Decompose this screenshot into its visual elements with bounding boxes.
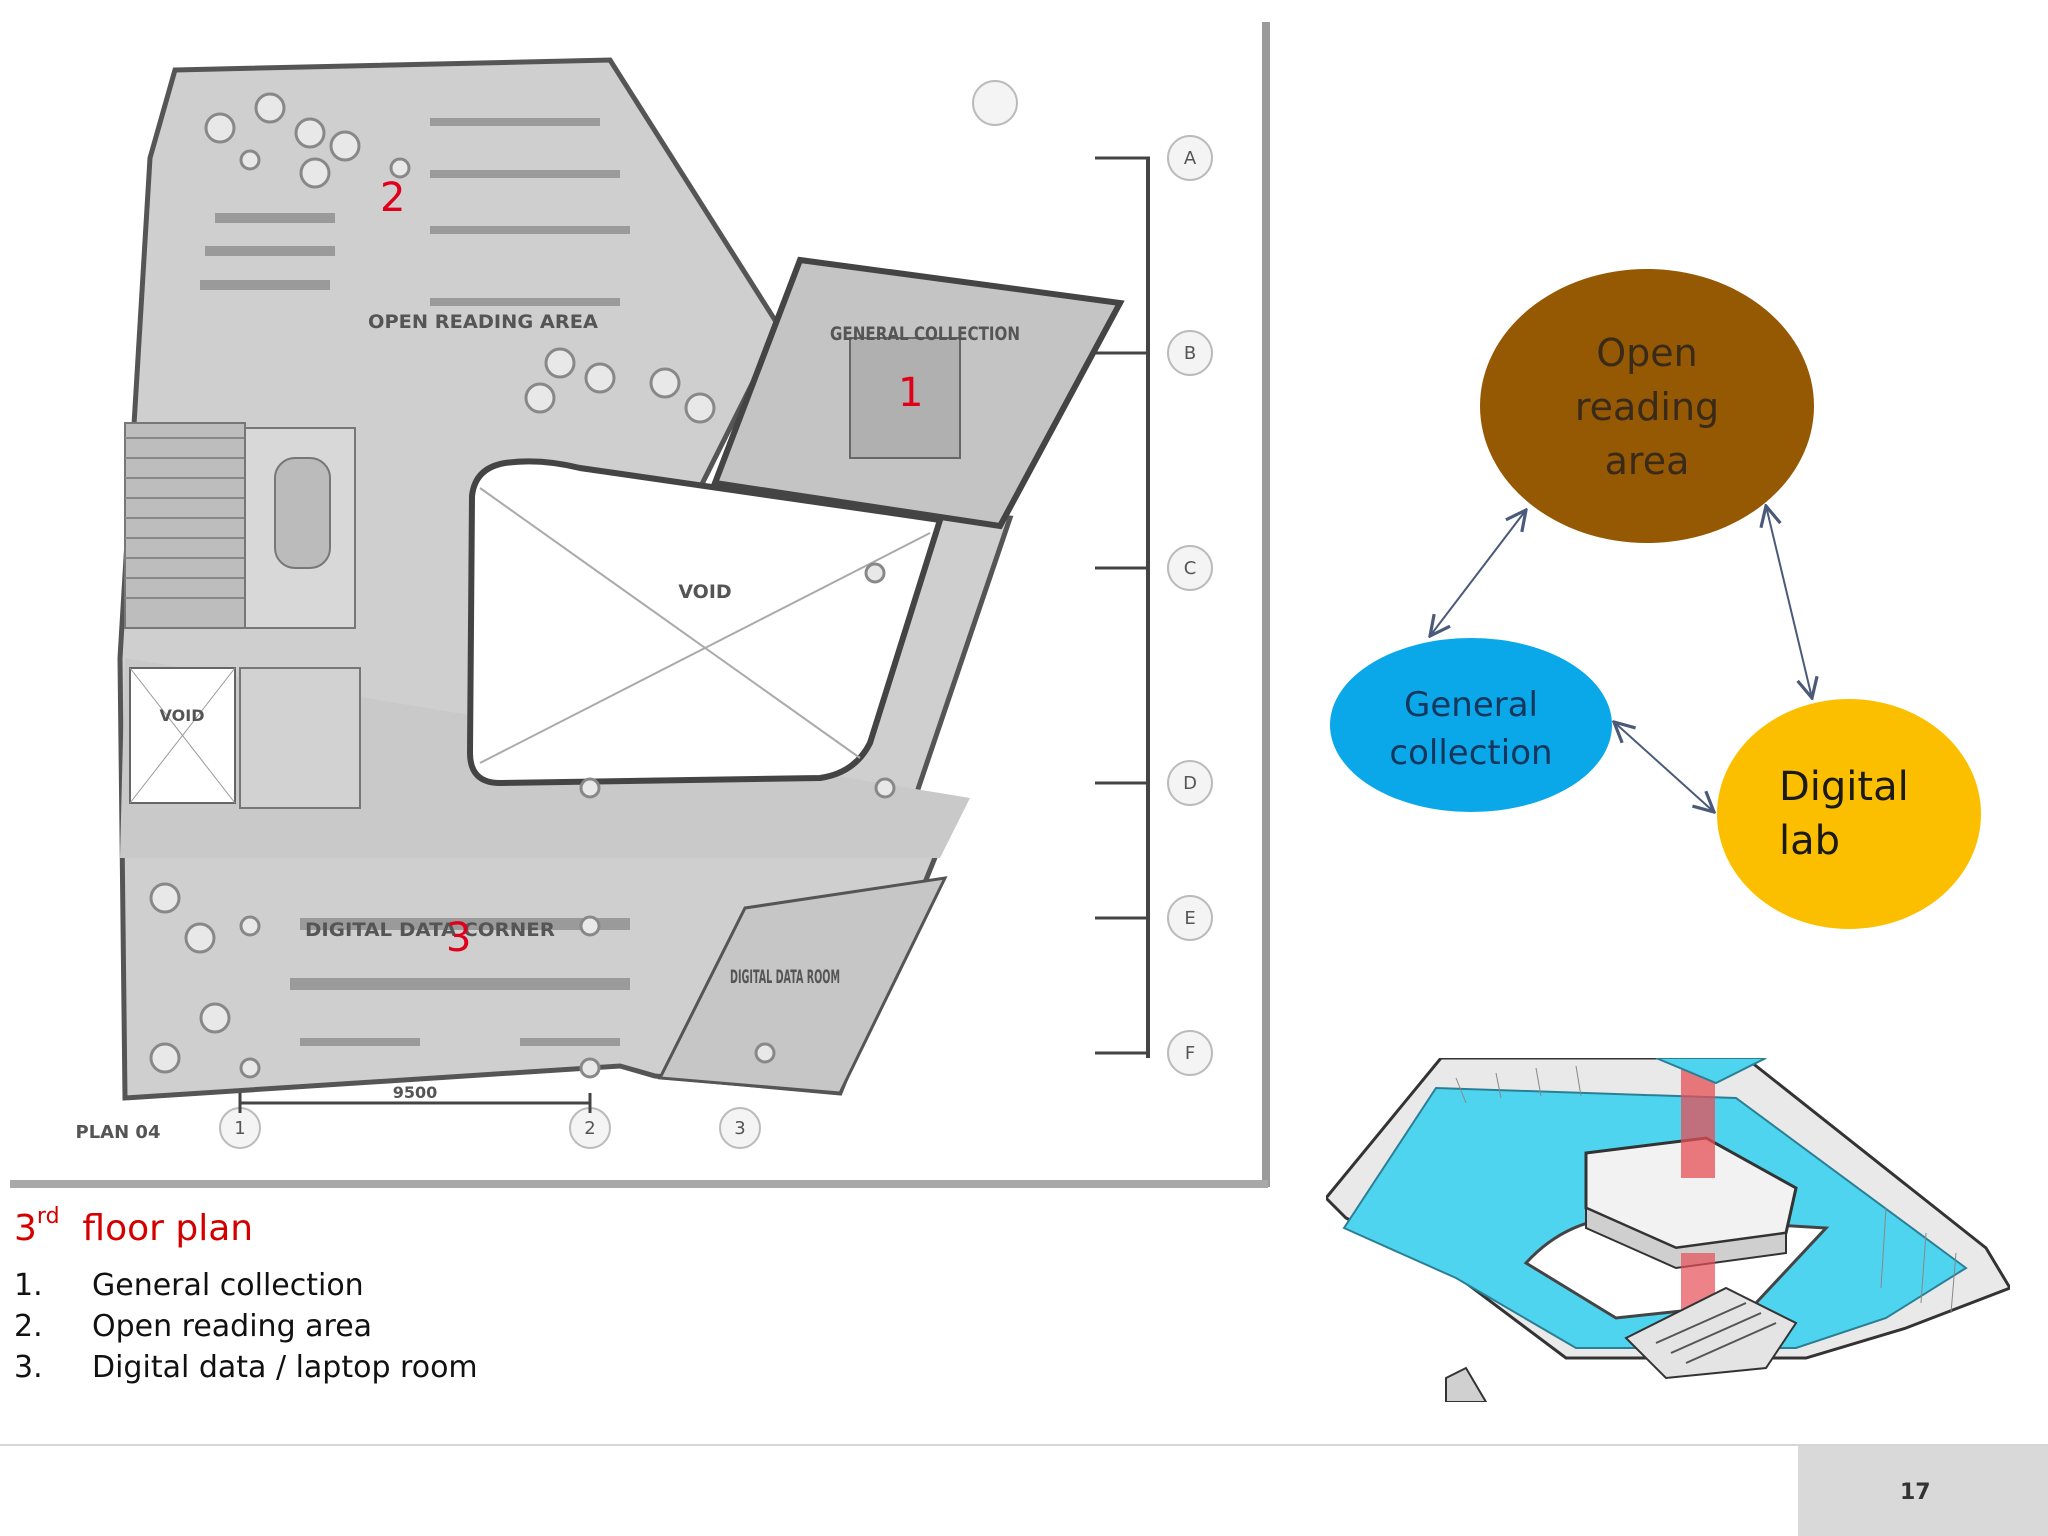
plan-marker-1: 1	[898, 370, 924, 416]
node-general-collection	[1330, 638, 1612, 812]
list-item-number: 3.	[14, 1350, 43, 1385]
grid-label-e: E	[1184, 908, 1195, 929]
plan-digital-data-room	[657, 876, 948, 1095]
isometric-floor-illustration	[1326, 1058, 2010, 1402]
node-general-line-1: General	[1404, 685, 1538, 725]
grid-label-d: D	[1183, 773, 1197, 794]
plan-label-small-void: VOID	[160, 706, 205, 725]
plan-label-general-collection: GENERAL COLLECTION	[830, 323, 1020, 345]
node-open-reading-line-1: Open	[1596, 331, 1698, 375]
node-digital-lab	[1717, 699, 1981, 929]
floor-plan-title-suffix: rd	[36, 1204, 60, 1229]
floor-plan-title-text: floor plan	[82, 1208, 254, 1249]
list-item-label: General collection	[92, 1268, 364, 1303]
list-item: 2. Open reading area	[14, 1309, 372, 1344]
node-open-reading-line-2: reading	[1575, 385, 1719, 429]
list-item-number: 1.	[14, 1268, 43, 1303]
node-digital-lab-line-2: lab	[1779, 818, 1840, 864]
grid-label-b: B	[1184, 343, 1196, 364]
grid-label-1: 1	[234, 1118, 245, 1139]
plan-marker-3: 3	[446, 915, 472, 961]
plan-label-void: VOID	[678, 581, 731, 603]
node-open-reading-line-3: area	[1605, 439, 1690, 483]
footer-page-box	[1798, 1446, 2048, 1536]
plan-shadow-bottom	[10, 1180, 1268, 1188]
list-item: 1. General collection	[14, 1268, 364, 1303]
grid-label-3: 3	[734, 1118, 745, 1139]
floor-plan-title-number: 3	[14, 1208, 37, 1249]
grid-label-c: C	[1184, 558, 1197, 579]
edge-open-reading-general	[1430, 510, 1526, 636]
plan-label-title: PLAN 04	[76, 1122, 161, 1143]
plan-label-dimension: 9500	[393, 1083, 438, 1102]
plan-label-digital-data-corner: DIGITAL DATA CORNER	[305, 919, 555, 941]
relationship-diagram: Open reading area General collection Dig…	[1330, 269, 1981, 929]
plan-void-opening	[466, 458, 944, 787]
edge-general-digital-lab	[1614, 722, 1714, 812]
plan-marker-2: 2	[380, 175, 406, 221]
plan-label-digital-data-room: DIGITAL DATA ROOM	[730, 966, 840, 988]
plan-label-open-reading-area: OPEN READING AREA	[368, 311, 598, 333]
node-general-line-2: collection	[1389, 733, 1552, 773]
grid-label-2: 2	[584, 1118, 595, 1139]
list-item-number: 2.	[14, 1309, 43, 1344]
node-digital-lab-line-1: Digital	[1779, 764, 1909, 810]
node-open-reading-area	[1480, 269, 1814, 543]
floor-plan-drawing: A B C D E F 1 2 3 OPEN READING AREA GENE…	[0, 18, 1262, 1180]
plan-shadow	[1262, 22, 1270, 1187]
list-item-label: Open reading area	[92, 1309, 373, 1344]
grid-label-a: A	[1184, 148, 1197, 169]
list-item: 3. Digital data / laptop room	[14, 1350, 478, 1385]
iso-shelving	[1624, 1286, 1798, 1380]
grid-label-f: F	[1185, 1043, 1195, 1064]
edge-open-reading-digital-lab	[1766, 506, 1812, 698]
page-number: 17	[1900, 1480, 1931, 1505]
footer-divider	[0, 1444, 2048, 1446]
floor-plan-title: 3rd floor plan	[14, 1204, 254, 1249]
list-item-label: Digital data / laptop room	[92, 1350, 478, 1385]
